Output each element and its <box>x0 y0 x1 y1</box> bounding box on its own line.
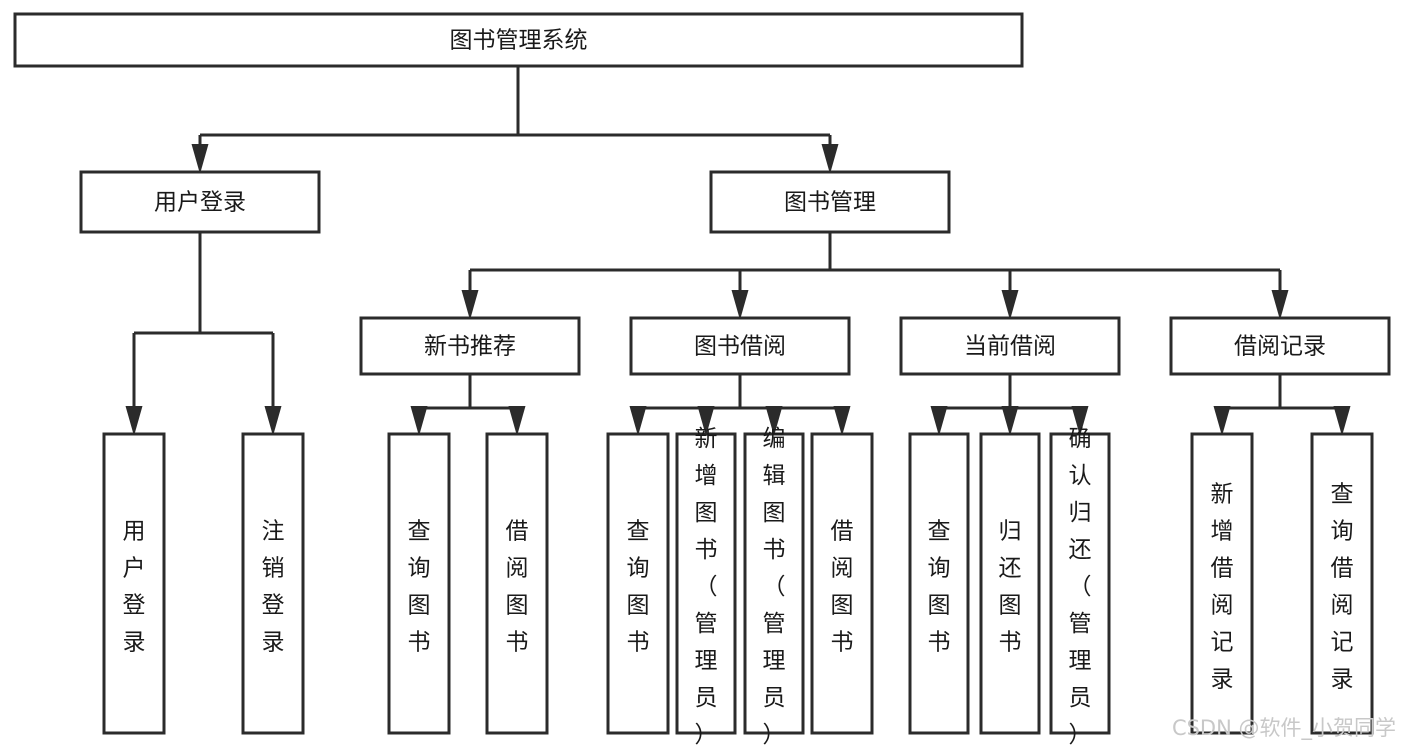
node-leaf-add-book[interactable]: 新增图书（管理员） <box>675 426 737 747</box>
arrow-head-icon <box>1213 406 1231 436</box>
arrow-head-icon <box>508 406 526 436</box>
node-leaf-add-record[interactable]: 新增借阅记录 <box>1190 432 1254 735</box>
arrow-head-icon <box>1001 406 1019 436</box>
node-box <box>1310 432 1374 735</box>
node-leaf-query-book-3[interactable]: 查询图书 <box>908 432 970 735</box>
node-box <box>241 432 305 735</box>
arrow-head-icon <box>264 406 282 436</box>
arrow-head-icon <box>765 406 783 436</box>
node-leaf-user-logout[interactable]: 注销登录 <box>241 432 305 735</box>
arrow-head-icon <box>125 406 143 436</box>
node-label: 归还图书 <box>999 518 1022 655</box>
node-box <box>485 432 549 735</box>
node-box <box>1169 316 1391 376</box>
node-label: 编辑图书（管理员） <box>763 426 786 747</box>
node-label: 确认归还（管理员） <box>1069 426 1092 747</box>
arrow-head-icon <box>1071 406 1089 436</box>
node-label: 借阅图书 <box>831 518 854 655</box>
node-current-borrow[interactable]: 当前借阅 <box>899 316 1121 376</box>
node-label: 新书推荐 <box>424 334 516 360</box>
node-leaf-user-login[interactable]: 用户登录 <box>102 432 166 735</box>
node-leaf-query-book-2[interactable]: 查询图书 <box>606 432 670 735</box>
node-box <box>675 432 737 735</box>
node-box <box>1190 432 1254 735</box>
node-leaf-edit-book[interactable]: 编辑图书（管理员） <box>743 426 805 747</box>
node-box <box>743 432 805 735</box>
node-box <box>709 170 951 234</box>
node-book-borrow[interactable]: 图书借阅 <box>629 316 851 376</box>
node-book-manage[interactable]: 图书管理 <box>709 170 951 234</box>
connector-book-borrow-to-leaves <box>629 374 851 436</box>
node-label: 用户登录 <box>123 518 146 655</box>
connector-new-book-to-leaves <box>410 374 526 436</box>
node-box <box>1049 432 1111 735</box>
node-leaf-borrow-book-1[interactable]: 借阅图书 <box>485 432 549 735</box>
node-label: 借阅记录 <box>1234 334 1326 360</box>
node-box <box>79 170 321 234</box>
node-leaf-query-record[interactable]: 查询借阅记录 <box>1310 432 1374 735</box>
arrow-head-icon <box>697 406 715 436</box>
node-label: 查询图书 <box>408 518 431 655</box>
node-box <box>908 432 970 735</box>
connector-layer <box>125 66 1351 436</box>
node-label: 查询图书 <box>627 518 650 655</box>
node-label: 当前借阅 <box>964 334 1056 360</box>
arrow-head-icon <box>461 290 479 320</box>
node-label: 新增图书（管理员） <box>695 426 718 747</box>
node-box <box>102 432 166 735</box>
node-new-book-recommend[interactable]: 新书推荐 <box>359 316 581 376</box>
node-label: 借阅图书 <box>506 518 529 655</box>
arrow-head-icon <box>1271 290 1289 320</box>
node-label: 查询借阅记录 <box>1331 481 1354 692</box>
connector-book-manage-to-level3 <box>461 232 1289 320</box>
node-leaf-confirm-return[interactable]: 确认归还（管理员） <box>1049 426 1111 747</box>
node-box <box>979 432 1041 735</box>
node-label: 用户登录 <box>154 190 246 216</box>
connector-root-to-level2 <box>191 66 839 174</box>
node-label: 查询图书 <box>928 518 951 655</box>
node-label: 新增借阅记录 <box>1211 481 1234 692</box>
csdn-watermark: CSDN @软件_小贺同学 <box>1172 716 1396 741</box>
arrow-head-icon <box>833 406 851 436</box>
arrow-head-icon <box>821 144 839 174</box>
arrow-head-icon <box>1333 406 1351 436</box>
node-box <box>606 432 670 735</box>
node-borrow-record[interactable]: 借阅记录 <box>1169 316 1391 376</box>
arrow-head-icon <box>731 290 749 320</box>
arrow-head-icon <box>930 406 948 436</box>
node-layer: 图书管理系统用户登录图书管理新书推荐图书借阅当前借阅借阅记录用户登录注销登录查询… <box>13 12 1391 747</box>
node-label: 图书借阅 <box>694 334 786 360</box>
node-leaf-borrow-book-2[interactable]: 借阅图书 <box>810 432 874 735</box>
node-leaf-query-book-1[interactable]: 查询图书 <box>387 432 451 735</box>
arrow-head-icon <box>629 406 647 436</box>
node-box <box>359 316 581 376</box>
connector-borrow-record-to-leaves <box>1213 374 1351 436</box>
node-leaf-return-book[interactable]: 归还图书 <box>979 432 1041 735</box>
connector-current-borrow-to-leaves <box>930 374 1089 436</box>
connector-user-login-to-leaves <box>125 232 282 436</box>
node-root[interactable]: 图书管理系统 <box>13 12 1024 68</box>
node-label: 图书管理系统 <box>450 28 588 54</box>
node-label: 图书管理 <box>784 190 876 216</box>
node-box <box>387 432 451 735</box>
arrow-head-icon <box>410 406 428 436</box>
node-box <box>13 12 1024 68</box>
node-box <box>899 316 1121 376</box>
node-box <box>629 316 851 376</box>
node-box <box>810 432 874 735</box>
node-label: 注销登录 <box>262 518 285 655</box>
node-user-login[interactable]: 用户登录 <box>79 170 321 234</box>
arrow-head-icon <box>1001 290 1019 320</box>
arrow-head-icon <box>191 144 209 174</box>
